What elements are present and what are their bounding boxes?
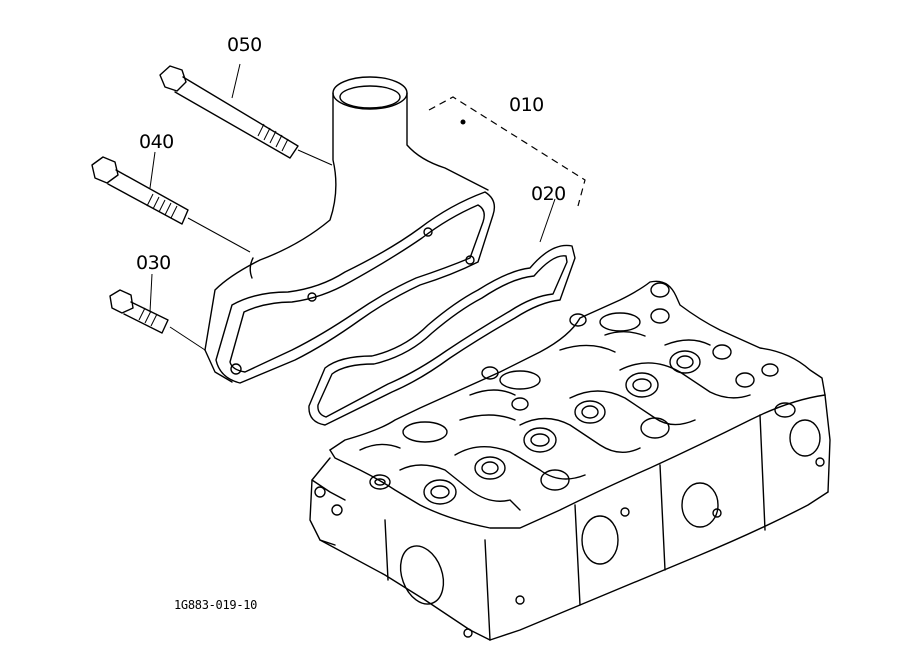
bolt-050[interactable]: [159, 65, 299, 159]
reference-code: 1G883-019-10: [174, 598, 257, 612]
cylinder-head[interactable]: [309, 280, 831, 641]
callout-040: 040: [139, 131, 174, 153]
gasket-020[interactable]: [308, 244, 576, 426]
callout-030: 030: [136, 252, 171, 274]
bolt-030[interactable]: [109, 289, 169, 334]
water-flange-010[interactable]: [204, 76, 496, 384]
valve-port-group: [369, 282, 796, 505]
callout-010: 010: [509, 94, 544, 116]
callout-050: 050: [227, 34, 262, 56]
callout-020: 020: [531, 183, 566, 205]
bolt-040[interactable]: [91, 156, 189, 225]
